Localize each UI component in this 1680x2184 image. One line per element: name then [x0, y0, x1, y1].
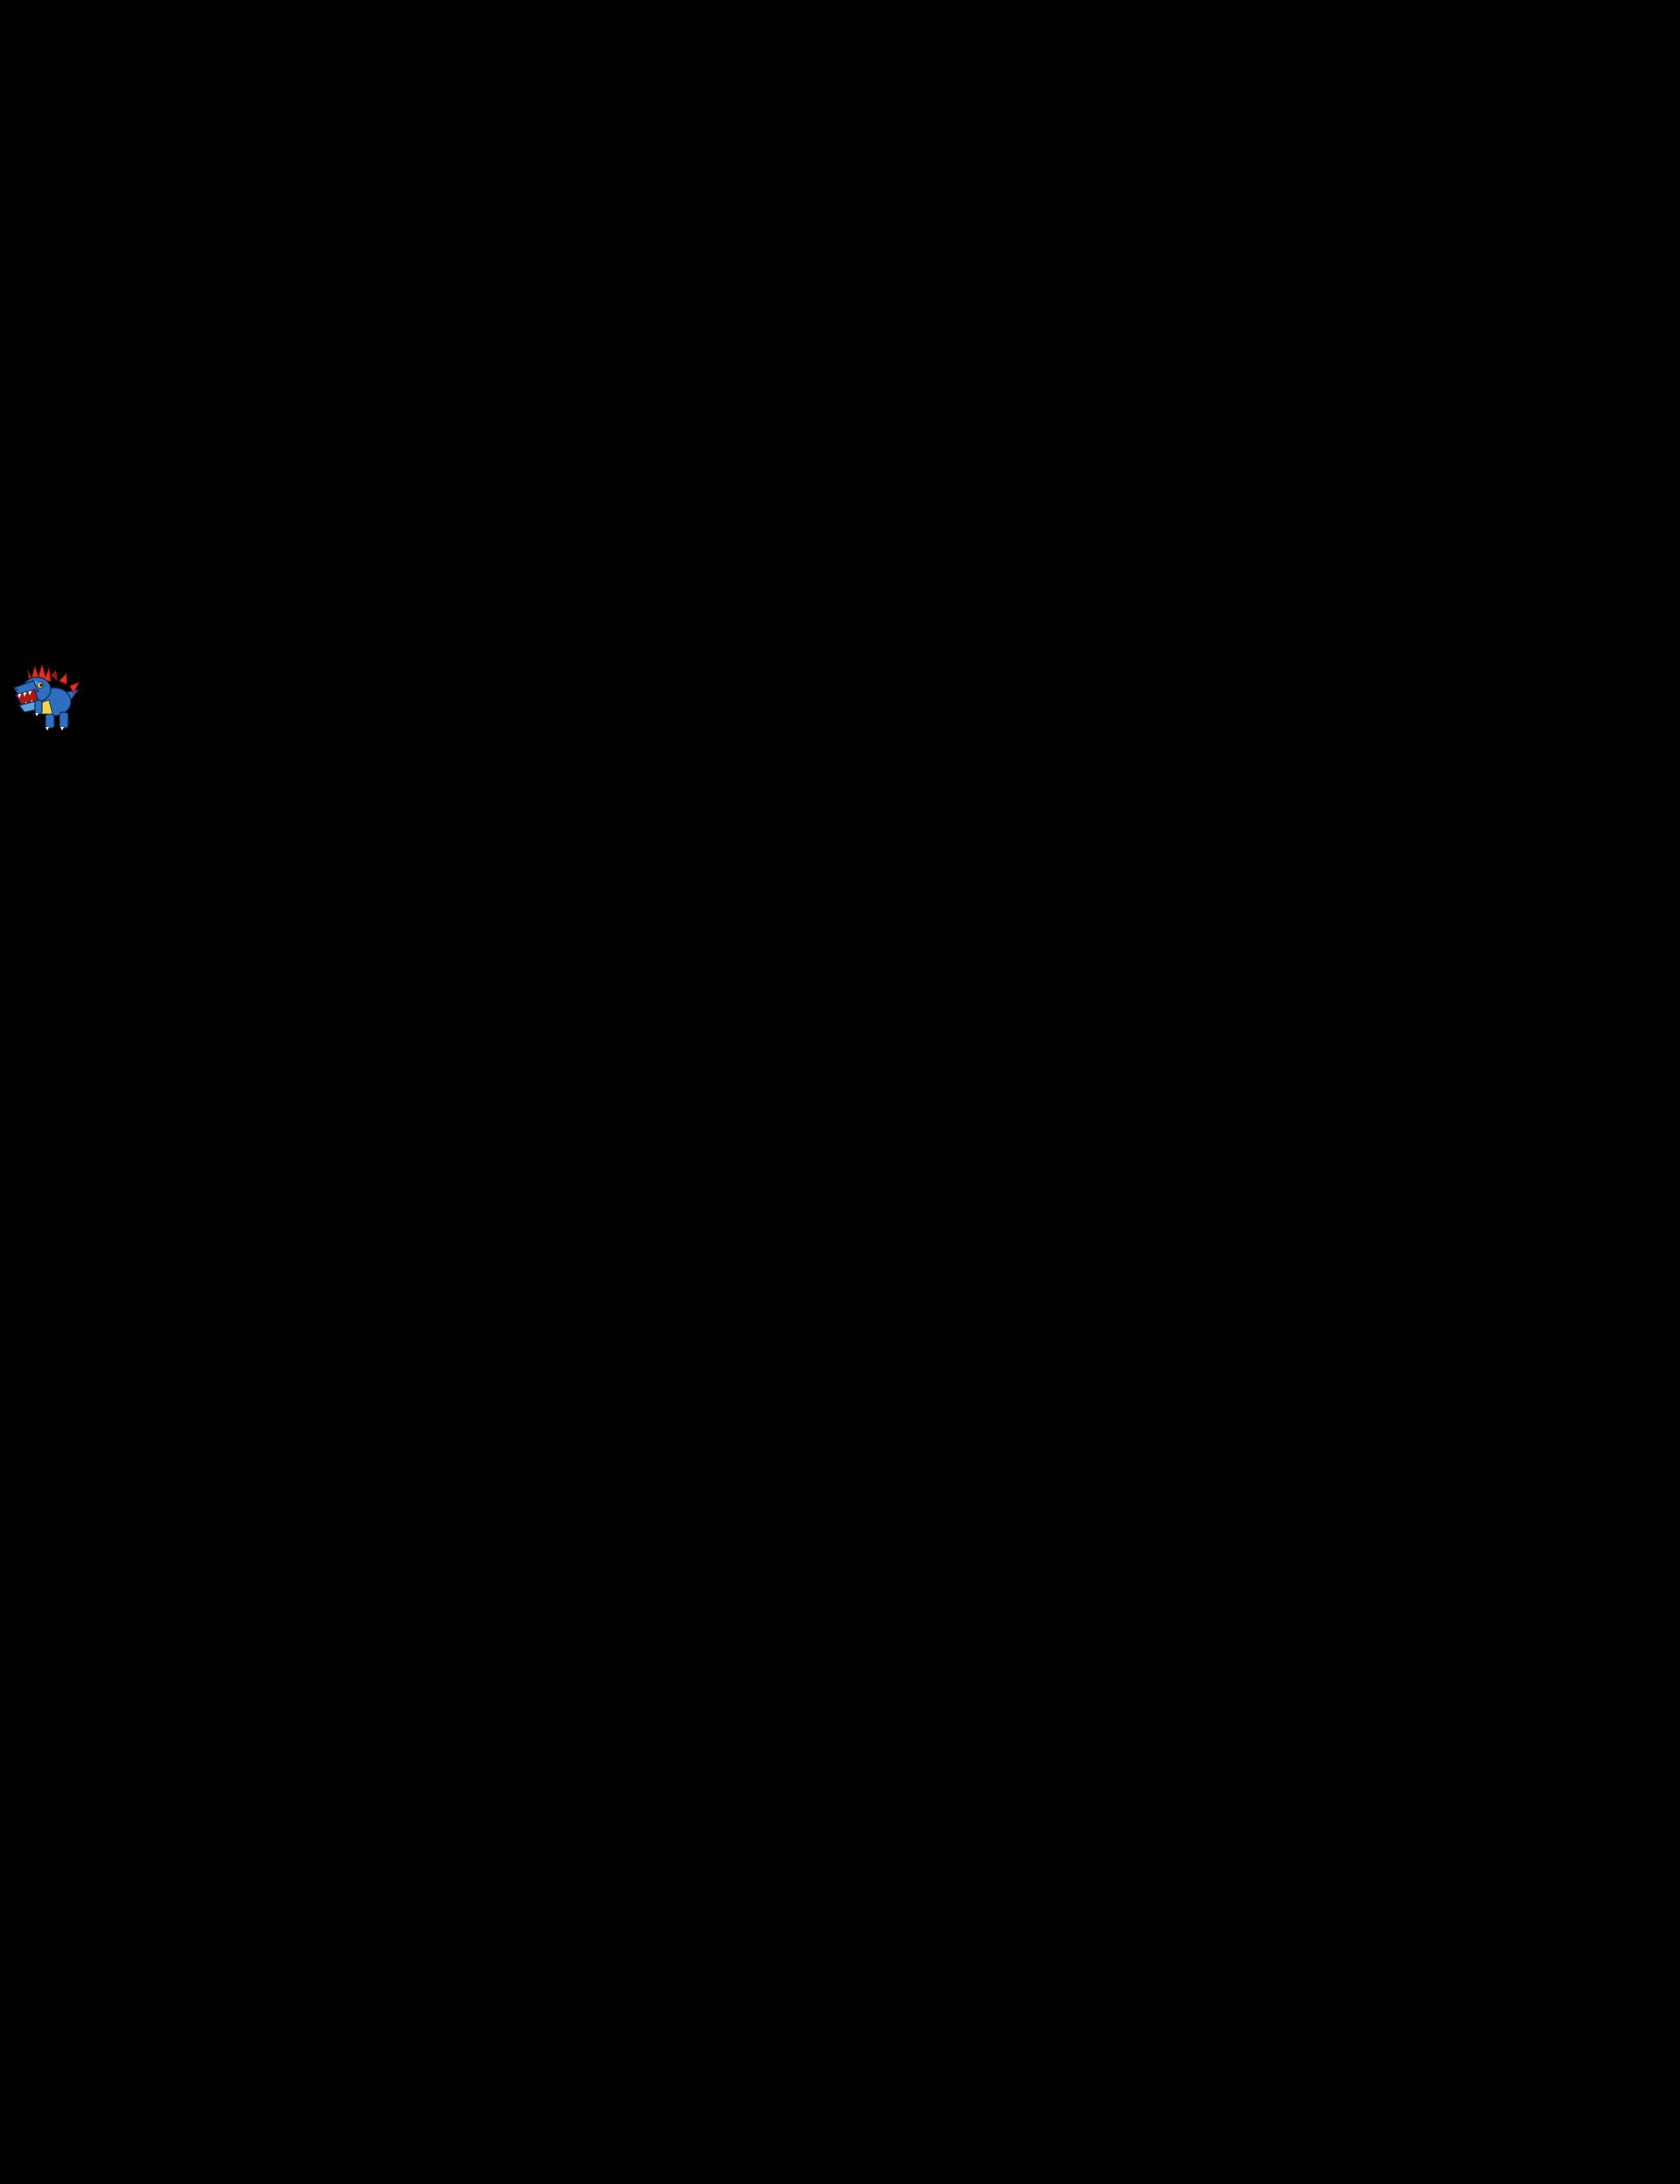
back-spike-icon: [59, 672, 67, 685]
tooth-icon: [28, 690, 32, 696]
arm-claw-icon: [35, 713, 38, 717]
pupil: [39, 683, 43, 687]
nostril: [16, 689, 18, 690]
feraligatr-sprite: [12, 665, 86, 735]
front-leg: [45, 713, 55, 729]
tooth-icon: [23, 692, 27, 697]
crest-spike-rear-icon: [51, 670, 58, 681]
tail-spike-icon: [69, 682, 80, 695]
back-leg: [59, 711, 69, 729]
front-arm: [34, 699, 43, 715]
front-foot-claw-icon: [46, 727, 49, 731]
feraligatr-sprite-graphic: [13, 665, 80, 731]
back-foot-claw-icon: [60, 727, 64, 731]
tooth-icon: [18, 693, 22, 698]
